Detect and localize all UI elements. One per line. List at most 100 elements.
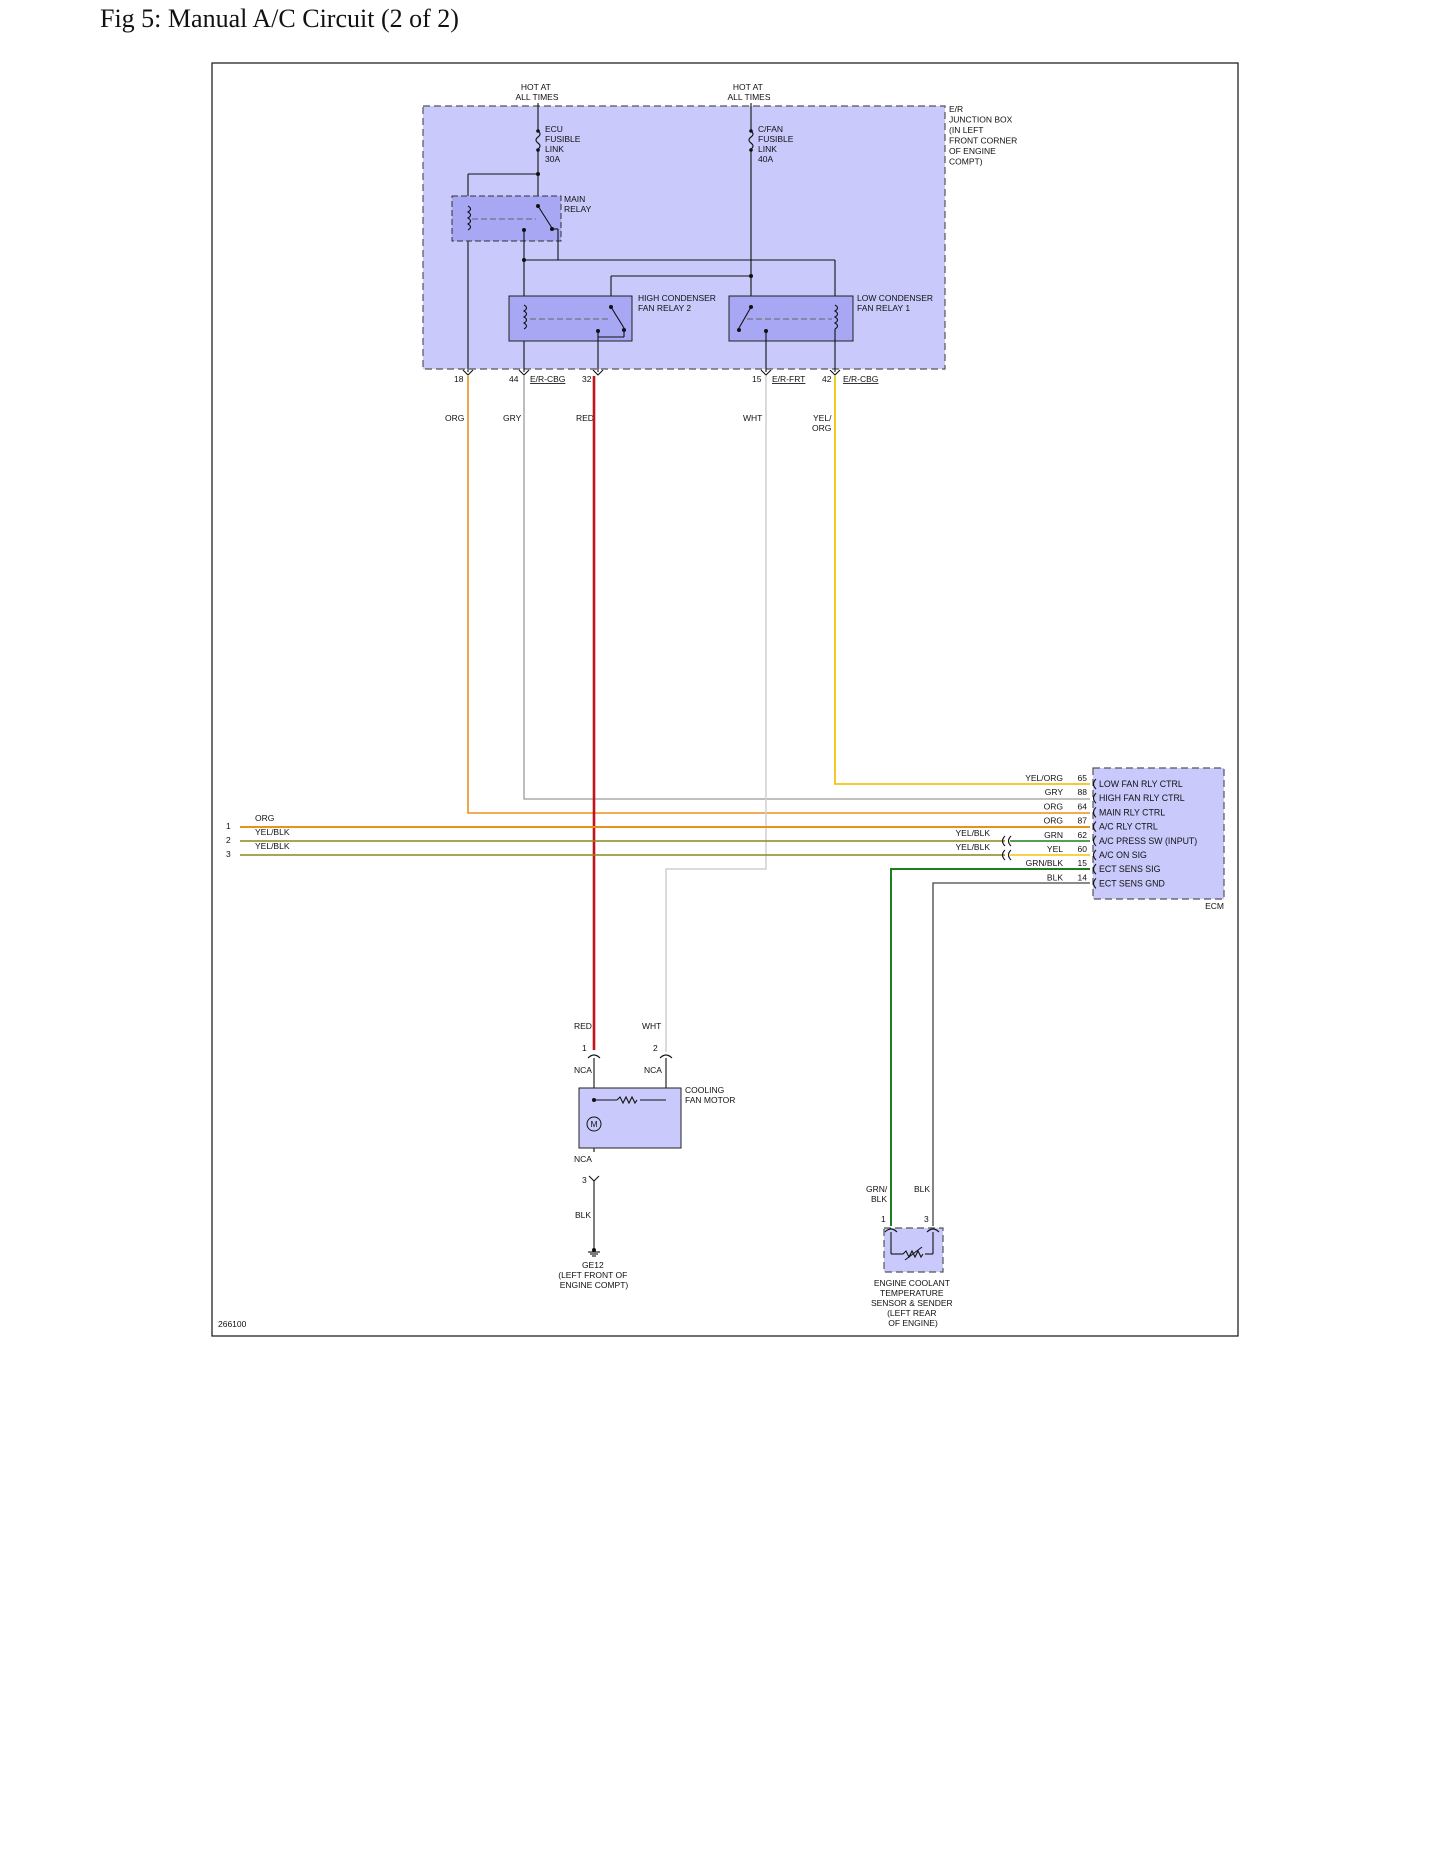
figure-title: Fig 5: Manual A/C Circuit (2 of 2) bbox=[100, 4, 459, 33]
ect-connector-3 bbox=[926, 1228, 940, 1233]
ecm-connector-icon bbox=[1092, 835, 1097, 847]
ecm-pin-number: 64 bbox=[1078, 801, 1088, 811]
pin-42: 42 bbox=[822, 374, 832, 384]
left-conn-1-num: 1 bbox=[226, 821, 231, 831]
low-condenser-fan-relay-1 bbox=[728, 295, 854, 342]
ecm-pin-number: 60 bbox=[1078, 844, 1088, 854]
fan-wire-red-label: RED bbox=[574, 1021, 592, 1031]
wire-wht-fan-motor bbox=[665, 376, 767, 1052]
cfan-fuse-label: C/FAN FUSIBLE LINK 40A bbox=[758, 124, 796, 164]
ecm-pin-number: 15 bbox=[1078, 858, 1088, 868]
fan-nca-3: NCA bbox=[574, 1154, 592, 1164]
ecm-pin-label: ECT SENS GND bbox=[1099, 878, 1165, 888]
ecm-wire-color: YEL bbox=[1047, 844, 1063, 854]
wire-label-yel-org: YEL/ ORG bbox=[812, 413, 834, 433]
high-relay-coil-icon bbox=[522, 304, 528, 330]
ect-sensor-label: ENGINE COOLANT TEMPERATURE SENSOR & SEND… bbox=[871, 1278, 955, 1328]
wire-grn-blk-ect-sig bbox=[890, 868, 1090, 1226]
ect-wire2-label: BLK bbox=[914, 1184, 930, 1194]
ecm-pin-label: ECT SENS SIG bbox=[1099, 864, 1161, 874]
pin-44: 44 bbox=[509, 374, 519, 384]
ecm-pin-number: 88 bbox=[1078, 787, 1088, 797]
pin-15: 15 bbox=[752, 374, 762, 384]
left-conn-3-num: 3 bbox=[226, 849, 231, 859]
ecm-connector-icon bbox=[1092, 778, 1097, 790]
low-relay-switch bbox=[738, 306, 752, 329]
ecm-pin-label: LOW FAN RLY CTRL bbox=[1099, 779, 1183, 789]
hot-label-left: HOT AT ALL TIMES bbox=[516, 82, 559, 102]
ecm-connector-icon bbox=[1092, 807, 1097, 818]
pin-18: 18 bbox=[454, 374, 464, 384]
high-condenser-fan-relay-2 bbox=[508, 295, 633, 342]
ecm-wire-color: BLK bbox=[1047, 872, 1063, 882]
fan-wire-wht-label: WHT bbox=[642, 1021, 661, 1031]
high-relay-switch bbox=[610, 306, 625, 329]
left-conn-1-color: ORG bbox=[255, 813, 274, 823]
ecm-wire-color: GRN/BLK bbox=[1026, 858, 1064, 868]
ecm-wire-color: ORG bbox=[1044, 816, 1063, 826]
motor-icon bbox=[586, 1116, 602, 1132]
main-relay-coil-icon bbox=[466, 205, 472, 231]
engine-coolant-temp-sensor bbox=[883, 1227, 944, 1273]
ecm-pin-number: 65 bbox=[1078, 773, 1088, 783]
ecm-connector-icon bbox=[1092, 878, 1097, 889]
fan-pin-2: 2 bbox=[653, 1043, 658, 1053]
ect-wire1-label: GRN/ BLK bbox=[866, 1184, 890, 1204]
ecm-pin-label: MAIN RLY CTRL bbox=[1099, 807, 1165, 817]
ecm-pin-label: A/C RLY CTRL bbox=[1099, 822, 1158, 832]
ecm-pin-label: HIGH FAN RLY CTRL bbox=[1099, 793, 1185, 803]
fan-connector-2 bbox=[659, 1054, 673, 1059]
low-relay-label: LOW CONDENSER FAN RELAY 1 bbox=[857, 293, 935, 313]
ecm-connector-icon bbox=[1092, 792, 1097, 804]
fan-pin-1: 1 bbox=[582, 1043, 587, 1053]
junction-box-pins bbox=[462, 369, 841, 376]
junction-box-label: E/R JUNCTION BOX (IN LEFT FRONT CORNER O… bbox=[949, 104, 1020, 167]
wire-blk-ect-gnd bbox=[932, 882, 1090, 1226]
ecm-label: ECM bbox=[1205, 901, 1224, 911]
high-relay-label: HIGH CONDENSER FAN RELAY 2 bbox=[638, 293, 718, 313]
connector-er-frt: E/R-FRT bbox=[772, 374, 805, 384]
wire-yel-org-low-fan bbox=[834, 376, 1090, 785]
ecm-pin-number: 62 bbox=[1078, 830, 1088, 840]
inline-yel-blk-2: YEL/BLK bbox=[956, 842, 991, 852]
wire-gry-high-fan bbox=[523, 376, 1090, 800]
ecm-module bbox=[1092, 767, 1225, 900]
ecm-connector-icon bbox=[1092, 821, 1097, 832]
ground-label: GE12 (LEFT FRONT OF ENGINE COMPT) bbox=[558, 1260, 629, 1290]
ecm-wire-color: GRY bbox=[1045, 787, 1064, 797]
inline-connector-c1 bbox=[1001, 835, 1012, 861]
ecm-pin-label: A/C PRESS SW (INPUT) bbox=[1099, 836, 1197, 846]
ect-pin-3: 3 bbox=[924, 1214, 929, 1224]
motor-symbol: M bbox=[590, 1119, 597, 1129]
wire-org-main-rly bbox=[467, 376, 1090, 814]
ecm-pin-number: 87 bbox=[1078, 816, 1088, 826]
left-conn-3-color: YEL/BLK bbox=[255, 841, 290, 851]
cfan-fusible-link-icon bbox=[748, 130, 754, 150]
ecm-pin-number: 14 bbox=[1078, 872, 1088, 882]
ecm-connector-icon bbox=[1092, 849, 1097, 861]
connector-er-cbg-left: E/R-CBG bbox=[530, 374, 565, 384]
inline-yel-blk-1: YEL/BLK bbox=[956, 828, 991, 838]
ecm-wire-color: ORG bbox=[1044, 801, 1063, 811]
ecu-fuse-label: ECU FUSIBLE LINK 30A bbox=[545, 124, 583, 164]
fan-nca-2: NCA bbox=[644, 1065, 662, 1075]
pin-32: 32 bbox=[582, 374, 592, 384]
wire-label-org: ORG bbox=[445, 413, 464, 423]
low-relay-coil-icon bbox=[833, 304, 839, 330]
wire-label-red: RED bbox=[576, 413, 594, 423]
ground-icon bbox=[588, 1248, 600, 1257]
ecu-fusible-link-icon bbox=[535, 130, 541, 150]
connector-er-cbg-right: E/R-CBG bbox=[843, 374, 878, 384]
ect-connector-1 bbox=[884, 1228, 898, 1233]
main-relay-switch bbox=[537, 205, 553, 229]
fan-pin-3: 3 bbox=[582, 1175, 587, 1185]
ecm-connector-icon bbox=[1092, 863, 1097, 875]
figure-id: 266100 bbox=[218, 1319, 247, 1329]
ect-pin-1: 1 bbox=[881, 1214, 886, 1224]
fan-nca-1: NCA bbox=[574, 1065, 592, 1075]
cooling-fan-motor-label: COOLING FAN MOTOR bbox=[685, 1085, 735, 1105]
main-relay bbox=[451, 195, 562, 242]
fan-connector-1 bbox=[587, 1054, 601, 1059]
left-conn-2-num: 2 bbox=[226, 835, 231, 845]
